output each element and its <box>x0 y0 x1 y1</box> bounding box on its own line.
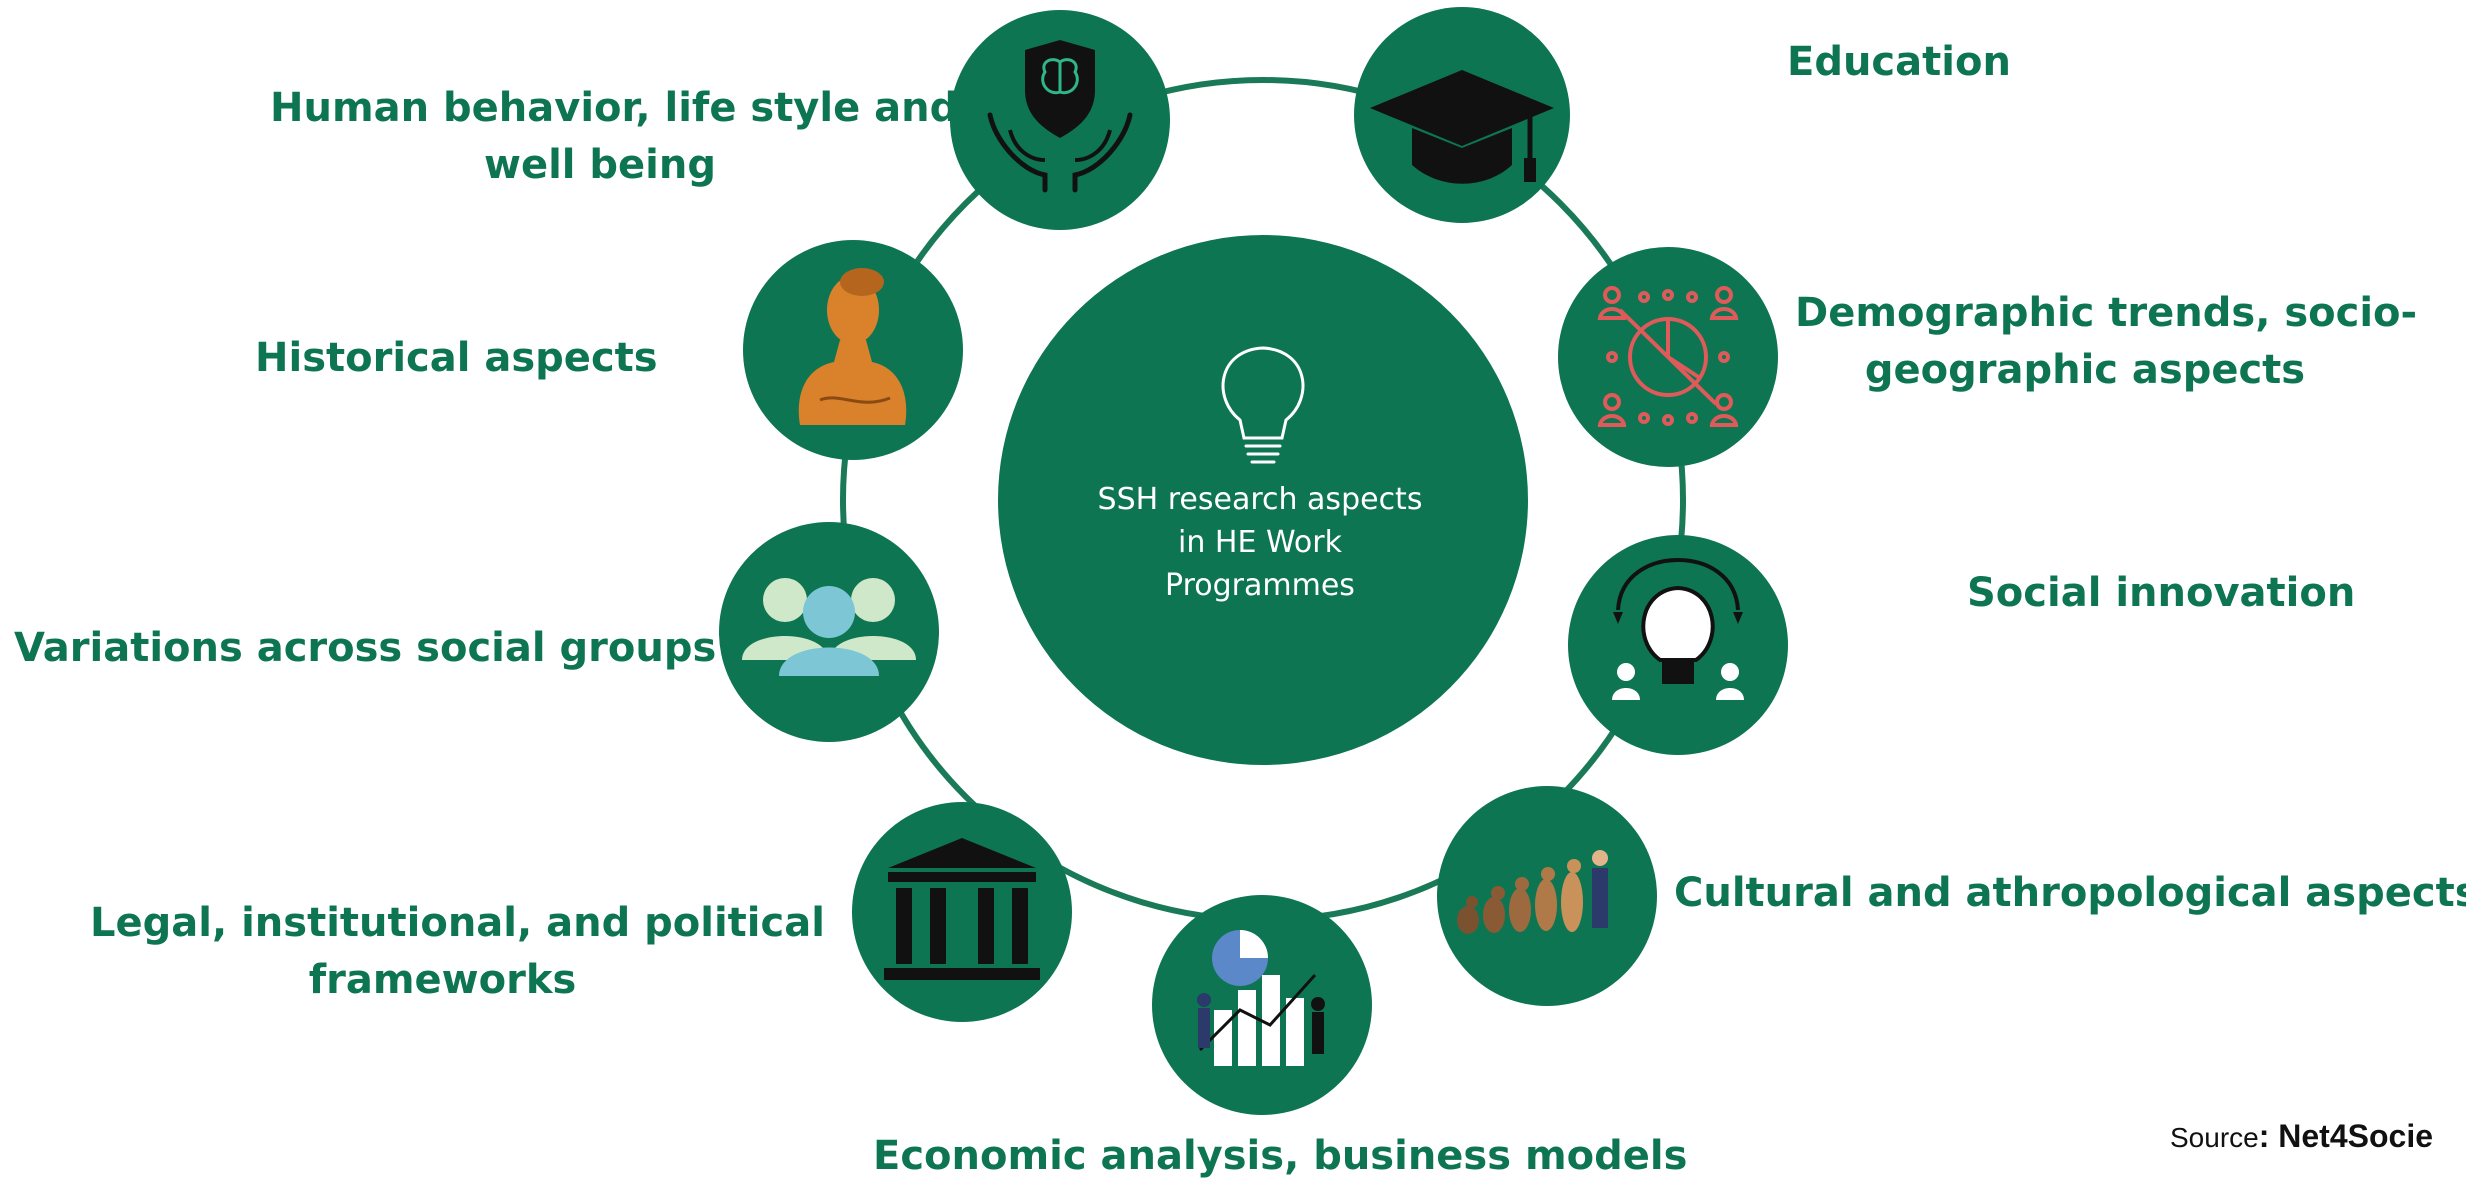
label-line: Legal, institutional, and political <box>90 900 825 946</box>
node-legal <box>852 802 1072 1022</box>
group-people-icon <box>742 578 916 676</box>
institution-building-icon <box>884 838 1040 980</box>
label-line: well being <box>483 142 716 188</box>
label-line: Cultural and athropological aspects <box>1674 870 2466 916</box>
graduation-cap-icon <box>1370 70 1554 184</box>
center-circle <box>998 235 1528 765</box>
brain-in-hands-icon <box>987 40 1133 193</box>
node-historical <box>743 240 963 460</box>
label-historical: Historical aspects <box>255 330 658 387</box>
label-legal: Legal, institutional, and political fram… <box>90 895 825 1009</box>
lightbulb-outline-icon <box>1221 346 1305 464</box>
label-line: Economic analysis, business models <box>873 1133 1688 1179</box>
label-line: Demographic trends, socio- <box>1795 290 2418 336</box>
center-title: SSH research aspects in HE Work Programm… <box>1050 478 1470 607</box>
center-title-line: in HE Work <box>1178 525 1342 560</box>
people-pie-chart-icon <box>1597 286 1739 427</box>
label-education: Education <box>1787 34 2011 91</box>
source-name: : Net4Socie <box>2258 1118 2433 1154</box>
center-title-line: SSH research aspects <box>1097 482 1423 517</box>
label-cultural: Cultural and athropological aspects <box>1674 865 2466 922</box>
label-demographic: Demographic trends, socio- geographic as… <box>1795 285 2418 399</box>
node-variations <box>719 522 939 742</box>
node-education <box>1354 7 1570 223</box>
label-line: Variations across social groups <box>14 625 717 671</box>
label-variations: Variations across social groups <box>14 620 716 677</box>
source-credit: Source: Net4Socie <box>2170 1118 2433 1155</box>
human-evolution-icon <box>1457 850 1608 934</box>
label-line: Social innovation <box>1967 570 2356 616</box>
node-social-innovation <box>1568 535 1788 755</box>
label-line: geographic aspects <box>1864 347 2306 393</box>
label-line: Human behavior, life style and <box>270 85 959 131</box>
bust-statue-icon <box>798 268 907 425</box>
node-cultural <box>1437 786 1657 1006</box>
idea-exchange-icon <box>1612 557 1744 700</box>
center-title-line: Programmes <box>1165 568 1355 603</box>
node-human-behavior <box>950 10 1170 230</box>
node-demographic <box>1558 247 1778 467</box>
label-line: frameworks <box>308 957 577 1003</box>
label-human-behavior: Human behavior, life style and well bein… <box>270 80 959 194</box>
node-economic <box>1152 895 1372 1115</box>
label-line: Historical aspects <box>255 335 658 381</box>
label-line: Education <box>1787 39 2011 85</box>
label-economic: Economic analysis, business models <box>873 1128 1687 1185</box>
label-social-innovation: Social innovation <box>1967 565 2355 622</box>
business-chart-icon <box>1197 930 1325 1066</box>
source-prefix: Source <box>2170 1122 2259 1153</box>
